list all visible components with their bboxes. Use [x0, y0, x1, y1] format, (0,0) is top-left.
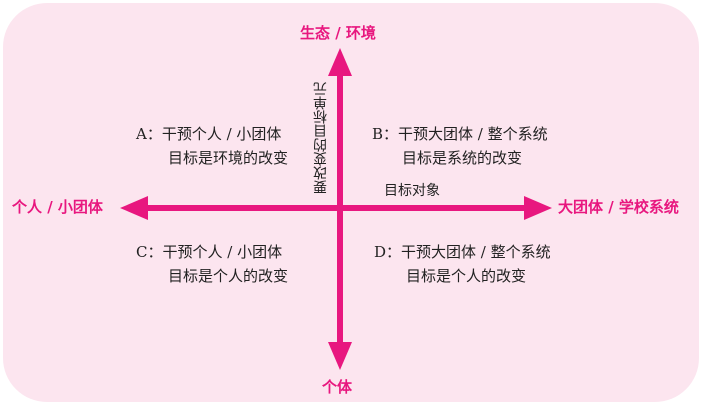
quadrant-d-goal: 目标是个人的改变	[406, 267, 527, 285]
axis-label-bottom: 个体	[322, 378, 353, 396]
quadrant-a: A：干预个人 / 小团体 目标是环境的改变	[136, 122, 288, 170]
horizontal-axis-caption: 目标对象	[384, 183, 440, 199]
axis-label-right: 大团体 / 学校系统	[558, 198, 679, 216]
quadrant-c-title: C：干预个人 / 小团体	[136, 243, 283, 261]
quadrant-c: C：干预个人 / 小团体 目标是个人的改变	[136, 240, 288, 288]
quadrant-b-goal: 目标是系统的改变	[402, 149, 523, 167]
quadrant-d-title: D：干预大团体 / 整个系统	[374, 243, 551, 261]
quadrant-b-title: B：干预大团体 / 整个系统	[372, 125, 548, 143]
diagram-background	[3, 3, 699, 402]
arrow-left-icon	[120, 196, 148, 220]
vertical-axis-caption: 要改变的目标单元	[313, 82, 329, 194]
arrow-right-icon	[524, 196, 552, 220]
arrow-down-icon	[328, 342, 352, 370]
quadrant-d: D：干预大团体 / 整个系统 目标是个人的改变	[374, 240, 551, 288]
quadrant-a-title: A：干预个人 / 小团体	[136, 125, 282, 143]
axis-label-top: 生态 / 环境	[300, 24, 376, 42]
arrow-up-icon	[328, 48, 352, 76]
quadrant-c-goal: 目标是个人的改变	[168, 267, 289, 285]
quadrant-a-goal: 目标是环境的改变	[168, 149, 289, 167]
axis-label-left: 个人 / 小团体	[12, 198, 103, 216]
quadrant-b: B：干预大团体 / 整个系统 目标是系统的改变	[372, 122, 548, 170]
